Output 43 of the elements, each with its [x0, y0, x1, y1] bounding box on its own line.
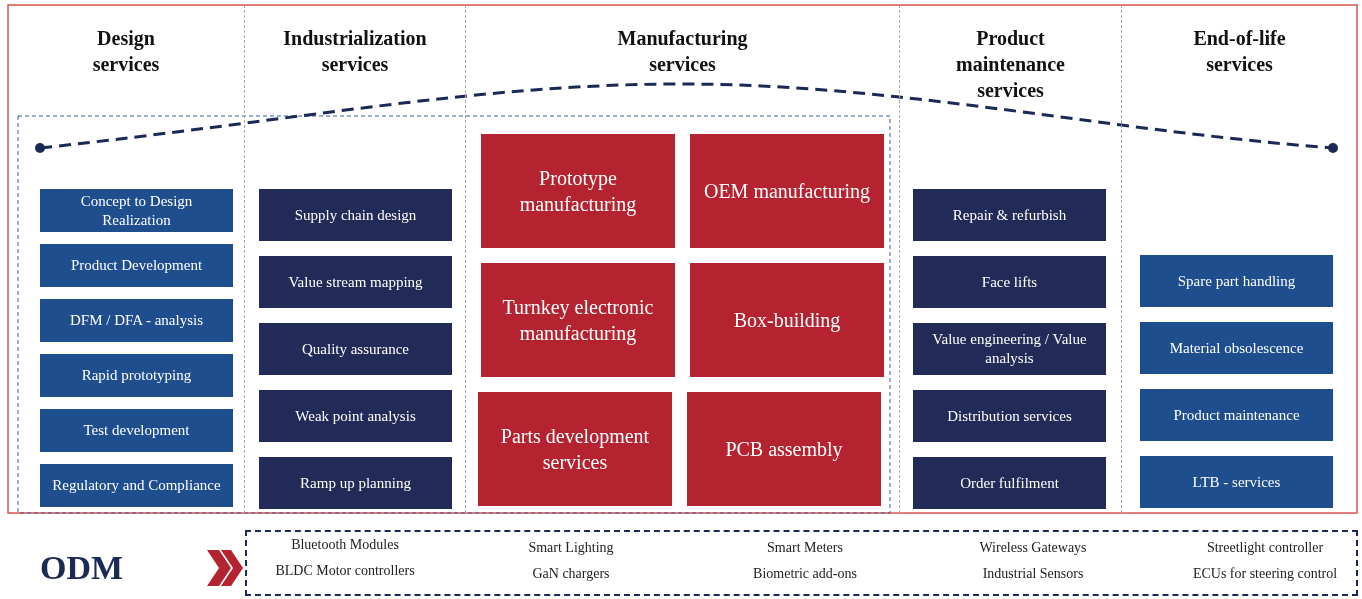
column-heading: Design services — [91, 26, 161, 77]
service-box: Repair & refurbish — [913, 189, 1106, 241]
service-box: Product maintenance — [1140, 389, 1333, 441]
column-heading: Manufacturing services — [616, 26, 749, 77]
column-heading: Product maintenance services — [955, 26, 1066, 103]
service-box: Material obsolescence — [1140, 322, 1333, 374]
service-box: Rapid prototyping — [40, 354, 233, 397]
service-box: Product Development — [40, 244, 233, 287]
product-name: ECUs for steering control — [1192, 566, 1338, 582]
service-box: Value stream mapping — [259, 256, 452, 308]
service-box: Box-building — [690, 263, 884, 377]
service-box: Prototype manufacturing — [481, 134, 675, 248]
product-name: Bluetooth Modules — [291, 537, 399, 553]
service-box: Test development — [40, 409, 233, 452]
service-box: PCB assembly — [687, 392, 881, 506]
product-name: Smart Meters — [767, 540, 843, 556]
service-box: Value engineering / Value analysis — [913, 323, 1106, 375]
product-name: Smart Lighting — [528, 540, 614, 556]
product-name: Industrial Sensors — [982, 566, 1084, 582]
service-box: OEM manufacturing — [690, 134, 884, 248]
service-box: Face lifts — [913, 256, 1106, 308]
column-heading: Industrialization services — [282, 26, 428, 77]
service-box: Quality assurance — [259, 323, 452, 375]
column-heading: End-of-life services — [1192, 26, 1287, 77]
product-list-frame — [245, 530, 1358, 596]
service-box: Weak point analysis — [259, 390, 452, 442]
service-box: Order fulfilment — [913, 457, 1106, 509]
product-name: GaN chargers — [532, 566, 610, 582]
service-box: DFM / DFA - analysis — [40, 299, 233, 342]
service-box: Regulatory and Compliance — [40, 464, 233, 507]
odm-label: ODM — [40, 548, 124, 588]
product-name: Biometric add-ons — [753, 566, 857, 582]
service-box: Spare part handling — [1140, 255, 1333, 307]
service-box: LTB - services — [1140, 456, 1333, 508]
service-box: Distribution services — [913, 390, 1106, 442]
service-box: Ramp up planning — [259, 457, 452, 509]
product-name: BLDC Motor controllers — [275, 563, 415, 579]
product-name: Streetlight controller — [1206, 540, 1324, 556]
service-box: Turnkey electronic manufacturing — [481, 263, 675, 377]
service-box: Concept to Design Realization — [40, 189, 233, 232]
service-box: Parts development services — [478, 392, 672, 506]
service-box: Supply chain design — [259, 189, 452, 241]
product-name: Wireless Gateways — [979, 540, 1087, 556]
